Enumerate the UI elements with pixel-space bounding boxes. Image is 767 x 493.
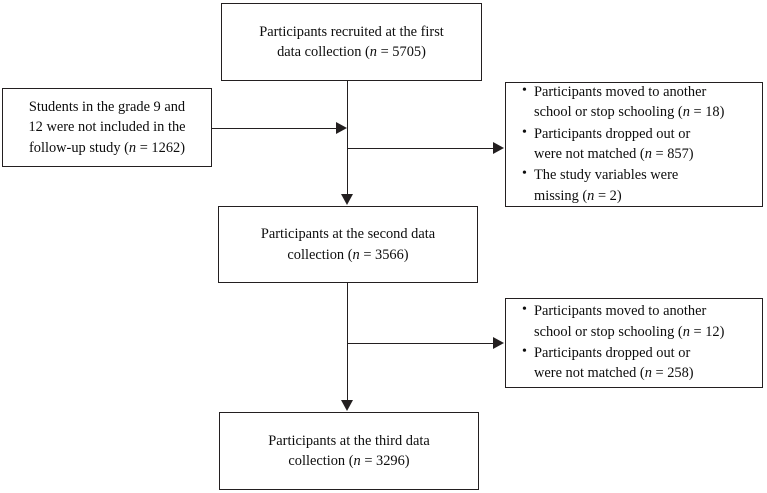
losses-first-item2-pre: The study variables were missing ( (534, 167, 679, 204)
losses-first-item1-n: n (644, 146, 652, 162)
node-third-line1: Participants at the third data (268, 432, 430, 449)
losses-first-item0-post: = 18) (689, 104, 725, 121)
node-third-line2-n: n (353, 453, 361, 469)
node-second-line2-post: = 3566) (359, 246, 409, 263)
list-item: Participants moved to another school or … (522, 81, 754, 123)
list-item: Participants dropped out or were not mat… (522, 123, 754, 165)
node-excluded-grade-line3-post: = 1262) (136, 139, 186, 156)
node-excluded-grade-line1: Students in the grade 9 and (28, 98, 186, 115)
list-item: Participants moved to another school or … (522, 300, 754, 342)
node-second-collection-text: Participants at the second data collectio… (219, 224, 477, 265)
losses-first-item0-n: n (682, 104, 690, 121)
node-second-line2-n: n (352, 246, 360, 263)
connector-vertical-recruited-to-second (347, 81, 348, 195)
arrowhead-down-to-third-collection (341, 400, 353, 411)
losses-second-item0-n: n (682, 323, 690, 340)
node-losses-second-list: Participants moved to another school or … (506, 300, 762, 385)
losses-second-item1-n: n (644, 365, 652, 382)
connector-horizontal-losses-second (347, 343, 494, 344)
node-second-line1: Participants at the second data (260, 226, 436, 243)
node-third-line2-pre: collection ( (288, 453, 354, 469)
losses-first-item2-n: n (587, 187, 595, 204)
node-second-line2-pre: collection ( (287, 246, 353, 263)
arrowhead-right-excluded-grade (336, 122, 347, 134)
losses-first-item0-pre: Participants moved to another school or … (534, 83, 707, 121)
node-second-collection: Participants at the second data collectio… (218, 206, 478, 283)
node-losses-first: Participants moved to another school or … (505, 81, 763, 208)
node-recruited-line1: Participants recruited at the first (259, 23, 444, 40)
losses-second-item1-post: = 258) (651, 365, 694, 382)
losses-first-item1-pre: Participants dropped out or were not mat… (534, 125, 691, 162)
node-recruited-line2-n: n (369, 44, 377, 60)
connector-horizontal-excluded-grade (212, 128, 337, 129)
node-excluded-grade-line3-pre: follow-up study ( (28, 139, 129, 156)
node-excluded-grade-line3-n: n (128, 139, 137, 156)
node-excluded-grade: Students in the grade 9 and 12 were not i… (2, 88, 212, 167)
losses-second-item0-pre: Participants moved to another school or … (534, 303, 707, 340)
node-excluded-grade-text: Students in the grade 9 and 12 were not i… (3, 97, 211, 158)
arrowhead-right-losses-second (493, 337, 504, 349)
connector-horizontal-losses-first (347, 148, 494, 149)
node-third-line2-post: = 3296) (360, 453, 410, 469)
losses-second-item0-post: = 12) (689, 323, 725, 340)
node-recruited-line2-pre: data collection ( (277, 44, 370, 60)
node-third-collection-text: Participants at the third data collection… (220, 431, 478, 472)
node-losses-first-list: Participants moved to another school or … (506, 81, 762, 208)
node-recruited-text: Participants recruited at the first data … (222, 22, 481, 63)
losses-first-item2-post: = 2) (594, 187, 622, 204)
list-item: The study variables were missing (n = 2) (522, 164, 754, 206)
node-losses-second: Participants moved to another school or … (505, 298, 763, 388)
node-recruited-line2-post: = 5705) (377, 44, 426, 60)
node-recruited: Participants recruited at the first data … (221, 3, 482, 81)
node-third-collection: Participants at the third data collection… (219, 412, 479, 490)
connector-vertical-second-to-third (347, 283, 348, 401)
arrowhead-right-losses-first (493, 142, 504, 154)
list-item: Participants dropped out or were not mat… (522, 342, 754, 384)
losses-first-item1-post: = 857) (651, 146, 694, 162)
arrowhead-down-to-second-collection (341, 194, 353, 205)
node-excluded-grade-line2: 12 were not included in the (28, 119, 186, 136)
losses-second-item1-pre: Participants dropped out or were not mat… (534, 345, 691, 382)
